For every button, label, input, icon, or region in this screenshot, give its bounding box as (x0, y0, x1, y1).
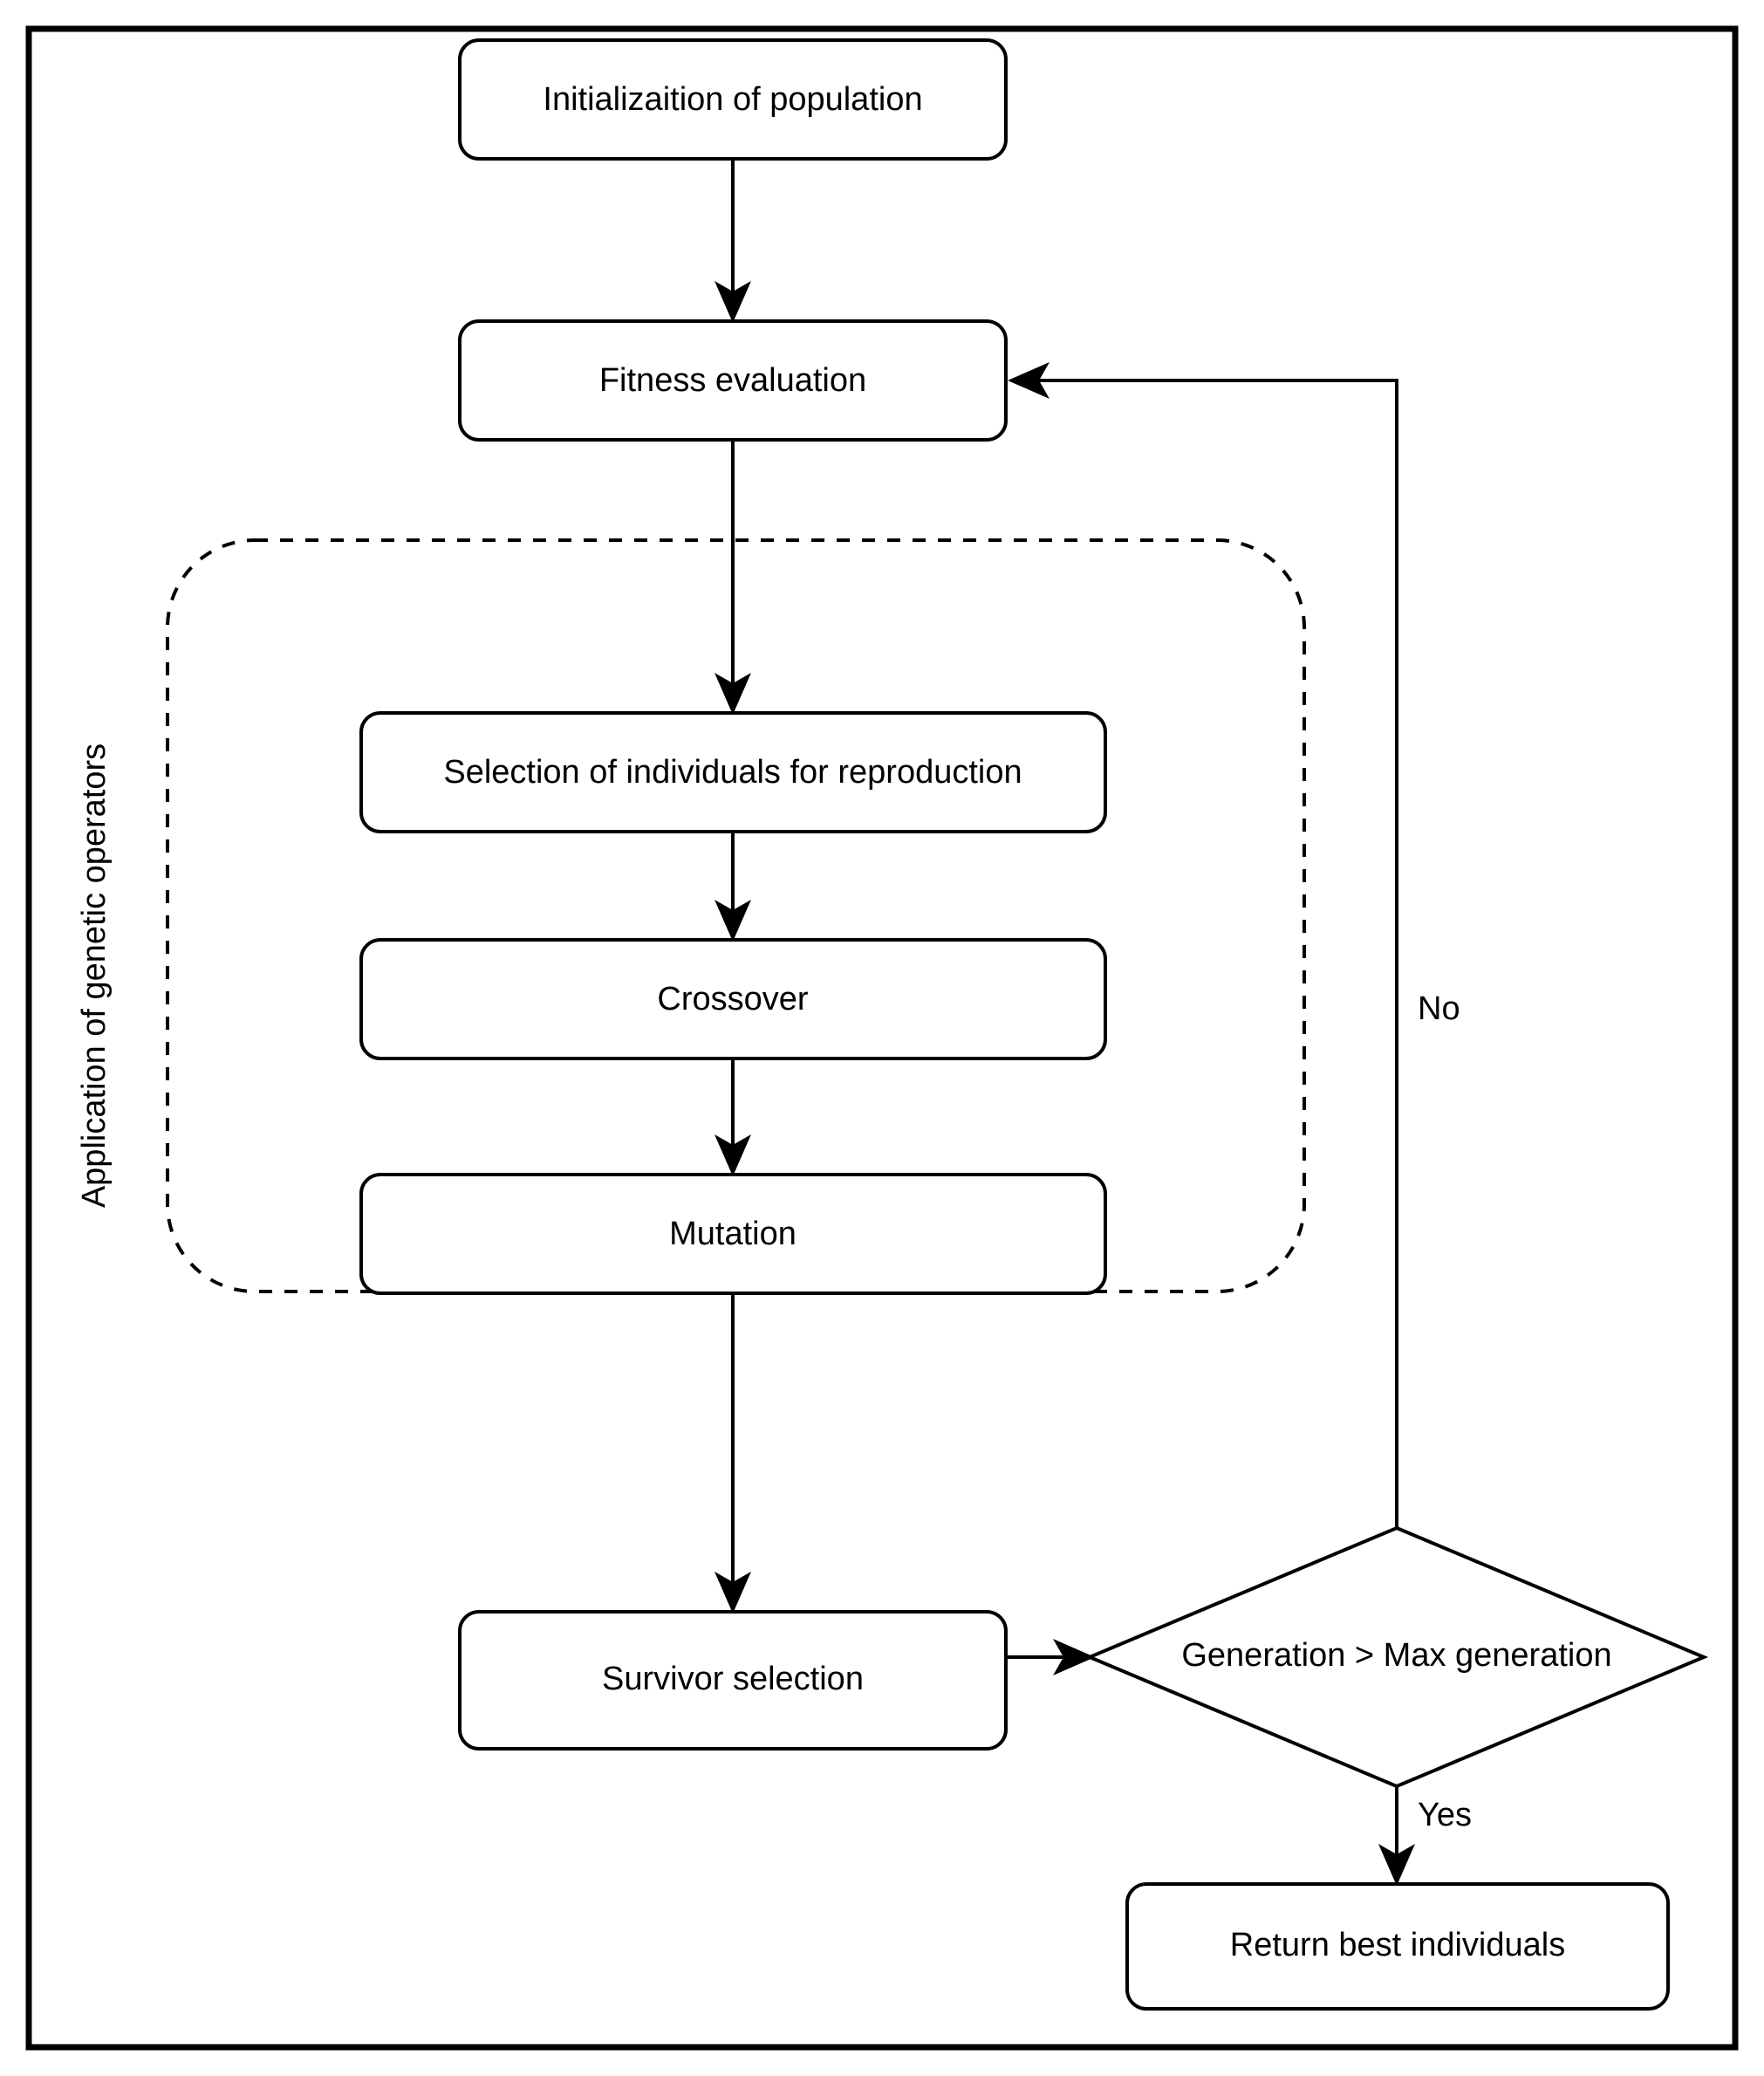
node-label-mutation: Mutation (669, 1216, 797, 1252)
arrowhead-down-icon (714, 673, 751, 715)
node-survivor-selection[interactable]: Survivor selection (458, 1610, 1008, 1751)
node-decision-generation-check[interactable]: Generation > Max generation (1084, 1525, 1709, 1789)
node-shape-selection[interactable] (359, 711, 1107, 833)
node-crossover[interactable]: Crossover (359, 938, 1107, 1060)
edge-mutation-to-survivor (714, 1293, 751, 1614)
node-shape-initialization[interactable] (458, 38, 1008, 161)
arrowhead-down-icon (1378, 1844, 1415, 1886)
node-label-survivor-selection: Survivor selection (602, 1661, 864, 1697)
node-shape-return[interactable] (1125, 1882, 1670, 2011)
arrowhead-down-icon (714, 1572, 751, 1614)
node-selection-of-individuals[interactable]: Selection of individuals for reproductio… (359, 711, 1107, 833)
arrowhead-right-icon (1053, 1639, 1095, 1675)
node-label-fitness-evaluation: Fitness evaluation (599, 362, 866, 399)
edge-label-no: No (1418, 990, 1460, 1027)
edge-crossover-to-mutation (714, 1059, 751, 1176)
node-label-decision: Generation > Max generation (1181, 1637, 1611, 1674)
node-initialization-of-population[interactable]: Initializaition of population (458, 38, 1008, 161)
arrowhead-down-icon (714, 1134, 751, 1176)
node-label-selection: Selection of individuals for reproductio… (443, 754, 1022, 791)
edge-fitness-to-selection (714, 440, 751, 715)
node-label-return: Return best individuals (1230, 1927, 1565, 1963)
edge-decision-to-return: Yes (1378, 1786, 1472, 1886)
genetic-operators-group-boundary (166, 538, 1306, 1293)
node-mutation[interactable]: Mutation (359, 1173, 1107, 1295)
node-fitness-evaluation[interactable]: Fitness evaluation (458, 319, 1008, 442)
node-return-best-individuals[interactable]: Return best individuals (1125, 1882, 1670, 2011)
genetic-operators-group-label: Application of genetic operators (76, 743, 113, 1208)
node-shape-survivor-selection[interactable] (458, 1610, 1008, 1751)
edge-line-decision-to-fitness (1038, 379, 1398, 1528)
node-shape-fitness-evaluation[interactable] (458, 319, 1008, 442)
outer-frame (25, 25, 1739, 2051)
node-label-crossover: Crossover (657, 981, 808, 1017)
edge-label-yes: Yes (1418, 1797, 1472, 1833)
node-shape-crossover[interactable] (359, 938, 1107, 1060)
edge-decision-to-fitness: No (1008, 362, 1460, 1528)
arrowhead-down-icon (714, 900, 751, 942)
node-shape-decision-diamond[interactable] (1084, 1525, 1709, 1789)
edge-survivor-to-decision (1006, 1639, 1095, 1675)
node-label-initialization: Initializaition of population (543, 81, 922, 118)
edge-selection-to-crossover (714, 832, 751, 942)
arrowhead-down-icon (714, 281, 751, 323)
node-shape-mutation[interactable] (359, 1173, 1107, 1295)
arrowhead-left-icon (1008, 362, 1050, 399)
edge-init-to-fitness (714, 159, 751, 323)
